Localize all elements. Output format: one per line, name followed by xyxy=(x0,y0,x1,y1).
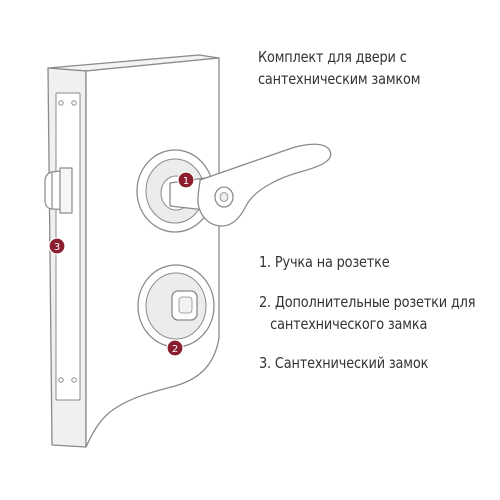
marker-2: 2 xyxy=(166,339,184,357)
legend-item-text: 3. Сантехнический замок xyxy=(259,354,429,372)
lever-handle xyxy=(169,143,332,227)
legend-item-3: 3. Сантехнический замок xyxy=(259,352,428,374)
marker-3: 3 xyxy=(48,237,66,255)
marker-3-label: 3 xyxy=(54,242,60,253)
marker-1-label: 1 xyxy=(183,176,189,187)
screw-icon xyxy=(71,377,77,383)
legend-item-text: 2. Дополнительные розетки для xyxy=(259,293,476,311)
screw-icon xyxy=(71,100,77,106)
screw-icon xyxy=(58,100,64,106)
diagram-title-line: Комплект для двери с xyxy=(258,48,407,66)
door-front-face xyxy=(85,57,220,448)
diagram-title-line: сантехническим замком xyxy=(258,70,421,88)
wc-rose xyxy=(137,264,215,348)
screw-icon xyxy=(58,377,64,383)
latch-bolt xyxy=(44,167,73,214)
marker-1: 1 xyxy=(177,171,195,189)
legend-item-text: 1. Ручка на розетке xyxy=(259,253,390,271)
legend-item-2: 2. Дополнительные розетки для сантехниче… xyxy=(259,291,476,335)
diagram-title: Комплект для двери с сантехническим замк… xyxy=(258,46,420,90)
legend-item-text: сантехнического замка xyxy=(270,315,428,333)
legend-item-1: 1. Ручка на розетке xyxy=(259,251,390,273)
marker-2-label: 2 xyxy=(172,344,178,355)
